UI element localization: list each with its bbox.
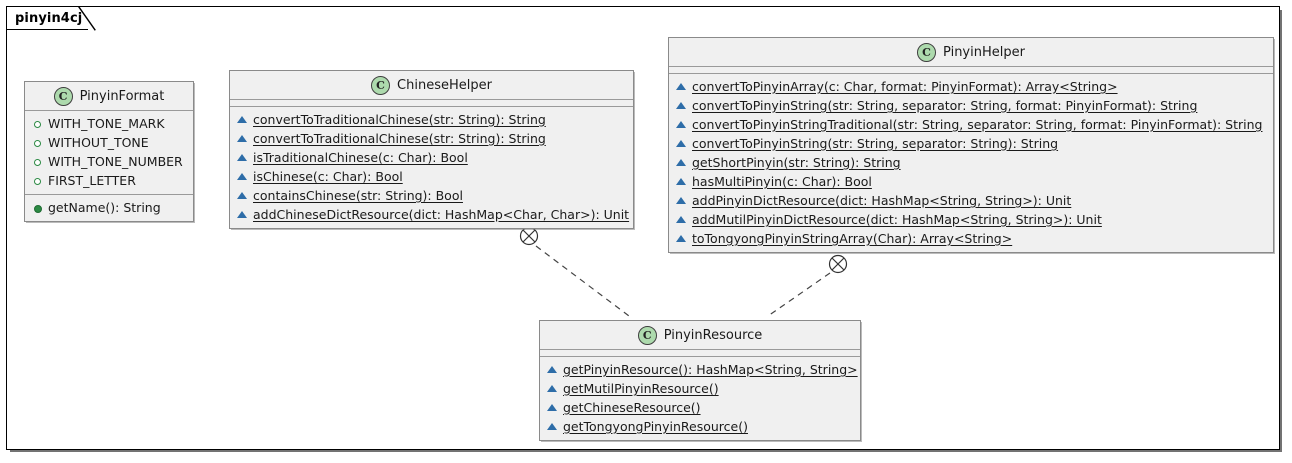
method-label: convertToTraditionalChinese(str: String)…: [253, 112, 546, 127]
method-row[interactable]: getChineseResource(): [540, 398, 860, 417]
class-header: C ChineseHelper: [230, 71, 633, 100]
method-label: toTongyongPinyinStringArray(Char): Array…: [692, 231, 1013, 246]
method-label: convertToTraditionalChinese(str: String)…: [253, 131, 546, 146]
static-method-marker-icon: [676, 138, 687, 149]
method-row[interactable]: convertToPinyinArray(c: Char, format: Pi…: [669, 77, 1273, 96]
method-row[interactable]: getTongyongPinyinResource(): [540, 417, 860, 436]
method-label: getTongyongPinyinResource(): [563, 419, 748, 434]
class-box-pinyin-helper[interactable]: C PinyinHelper convertToPinyinArray(c: C…: [668, 37, 1274, 253]
method-row[interactable]: addMutilPinyinDictResource(dict: HashMap…: [669, 210, 1273, 229]
public-method-marker-icon: [32, 202, 43, 213]
method-label: getMutilPinyinResource(): [563, 381, 719, 396]
method-row[interactable]: convertToTraditionalChinese(str: String)…: [230, 110, 633, 129]
methods-compartment: convertToTraditionalChinese(str: String)…: [230, 107, 633, 228]
class-icon: C: [53, 86, 73, 106]
method-row[interactable]: isTraditionalChinese(c: Char): Bool: [230, 148, 633, 167]
attributes-compartment: [230, 100, 633, 107]
method-label: addChineseDictResource(dict: HashMap<Cha…: [253, 207, 630, 222]
static-method-marker-icon: [676, 100, 687, 111]
attribute-label: WITH_TONE_MARK: [48, 116, 165, 131]
methods-compartment: getPinyinResource(): HashMap<String, Str…: [540, 357, 860, 440]
method-row[interactable]: getName(): String: [25, 198, 193, 217]
attribute-label: FIRST_LETTER: [48, 173, 136, 188]
attribute-row[interactable]: WITH_TONE_MARK: [25, 114, 193, 133]
method-row[interactable]: isChinese(c: Char): Bool: [230, 167, 633, 186]
public-attribute-marker-icon: [32, 175, 43, 186]
static-method-marker-icon: [676, 176, 687, 187]
method-label: containsChinese(str: String): Bool: [253, 188, 463, 203]
class-name-label: PinyinHelper: [943, 44, 1025, 60]
class-box-pinyin-resource[interactable]: C PinyinResource getPinyinResource(): Ha…: [539, 320, 861, 441]
method-label: getChineseResource(): [563, 400, 701, 415]
method-row[interactable]: convertToPinyinString(str: String, separ…: [669, 96, 1273, 115]
method-label: addPinyinDictResource(dict: HashMap<Stri…: [692, 193, 1072, 208]
method-row[interactable]: hasMultiPinyin(c: Char): Bool: [669, 172, 1273, 191]
class-icon: C: [637, 325, 657, 345]
method-label: getPinyinResource(): HashMap<String, Str…: [563, 362, 858, 377]
attribute-label: WITHOUT_TONE: [48, 135, 149, 150]
method-row[interactable]: toTongyongPinyinStringArray(Char): Array…: [669, 229, 1273, 248]
static-method-marker-icon: [237, 152, 248, 163]
static-method-marker-icon: [547, 364, 558, 375]
package-tab[interactable]: pinyin4cj: [6, 6, 89, 30]
static-method-marker-icon: [237, 171, 248, 182]
method-label: getShortPinyin(str: String): String: [692, 155, 901, 170]
class-name-label: PinyinResource: [663, 327, 763, 343]
method-label: hasMultiPinyin(c: Char): Bool: [692, 174, 872, 189]
method-label: convertToPinyinString(str: String, separ…: [692, 136, 1059, 151]
static-method-marker-icon: [676, 119, 687, 130]
public-attribute-marker-icon: [32, 137, 43, 148]
static-method-marker-icon: [547, 402, 558, 413]
class-box-pinyin-format[interactable]: C PinyinFormat WITH_TONE_MARK WITHOUT_TO…: [24, 81, 194, 222]
attribute-row[interactable]: FIRST_LETTER: [25, 171, 193, 190]
class-name-label: PinyinFormat: [79, 88, 165, 104]
method-label: convertToPinyinString(str: String, separ…: [692, 98, 1198, 113]
method-row[interactable]: convertToPinyinStringTraditional(str: St…: [669, 115, 1273, 134]
method-label: isTraditionalChinese(c: Char): Bool: [253, 150, 468, 165]
attributes-compartment: [540, 350, 860, 357]
class-header: C PinyinResource: [540, 321, 860, 350]
attributes-compartment: [669, 67, 1273, 74]
method-row[interactable]: getPinyinResource(): HashMap<String, Str…: [540, 360, 860, 379]
method-row[interactable]: getMutilPinyinResource(): [540, 379, 860, 398]
methods-compartment: convertToPinyinArray(c: Char, format: Pi…: [669, 74, 1273, 252]
method-row[interactable]: addChineseDictResource(dict: HashMap<Cha…: [230, 205, 633, 224]
class-box-chinese-helper[interactable]: C ChineseHelper convertToTraditionalChin…: [229, 70, 634, 229]
public-attribute-marker-icon: [32, 118, 43, 129]
method-row[interactable]: convertToPinyinString(str: String, separ…: [669, 134, 1273, 153]
method-label: isChinese(c: Char): Bool: [253, 169, 403, 184]
public-attribute-marker-icon: [32, 156, 43, 167]
method-row[interactable]: getShortPinyin(str: String): String: [669, 153, 1273, 172]
static-method-marker-icon: [547, 421, 558, 432]
class-icon: C: [371, 75, 391, 95]
method-label: getName(): String: [48, 200, 161, 215]
class-name-label: ChineseHelper: [397, 77, 492, 93]
method-row[interactable]: convertToTraditionalChinese(str: String)…: [230, 129, 633, 148]
method-label: convertToPinyinStringTraditional(str: St…: [692, 117, 1263, 132]
static-method-marker-icon: [237, 114, 248, 125]
method-row[interactable]: addPinyinDictResource(dict: HashMap<Stri…: [669, 191, 1273, 210]
class-icon: C: [917, 42, 937, 62]
attribute-row[interactable]: WITHOUT_TONE: [25, 133, 193, 152]
package-name-label: pinyin4cj: [15, 10, 83, 26]
static-method-marker-icon: [676, 233, 687, 244]
method-row[interactable]: containsChinese(str: String): Bool: [230, 186, 633, 205]
attribute-row[interactable]: WITH_TONE_NUMBER: [25, 152, 193, 171]
static-method-marker-icon: [676, 81, 687, 92]
static-method-marker-icon: [237, 209, 248, 220]
class-header: C PinyinHelper: [669, 38, 1273, 67]
static-method-marker-icon: [676, 214, 687, 225]
method-label: convertToPinyinArray(c: Char, format: Pi…: [692, 79, 1118, 94]
static-method-marker-icon: [676, 195, 687, 206]
method-label: addMutilPinyinDictResource(dict: HashMap…: [692, 212, 1102, 227]
static-method-marker-icon: [547, 383, 558, 394]
static-method-marker-icon: [237, 190, 248, 201]
static-method-marker-icon: [237, 133, 248, 144]
static-method-marker-icon: [676, 157, 687, 168]
methods-compartment: getName(): String: [25, 195, 193, 221]
class-header: C PinyinFormat: [25, 82, 193, 111]
attributes-compartment: WITH_TONE_MARK WITHOUT_TONE WITH_TONE_NU…: [25, 111, 193, 195]
package-tab-slant-icon: [78, 6, 96, 31]
attribute-label: WITH_TONE_NUMBER: [48, 154, 183, 169]
